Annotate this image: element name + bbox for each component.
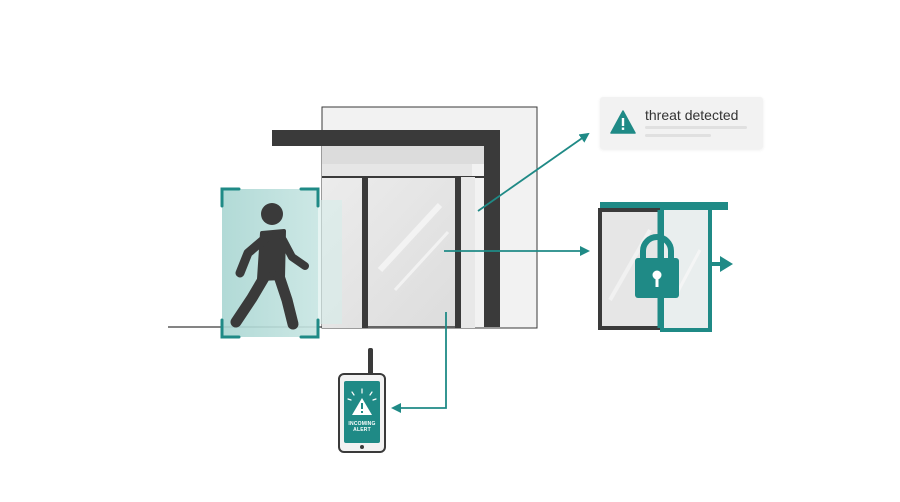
detected-person xyxy=(220,187,342,339)
phone-alert-line1: INCOMING xyxy=(348,421,376,427)
locked-door xyxy=(598,202,733,332)
phone-alert-text: INCOMING ALERT xyxy=(344,421,380,433)
walking-person-icon xyxy=(230,203,309,330)
warning-icon xyxy=(610,110,636,134)
slide-arrow-icon xyxy=(708,256,733,272)
phone-warning-icon xyxy=(347,388,377,415)
alert-placeholder-line xyxy=(645,134,711,137)
padlock-icon xyxy=(635,234,679,298)
arrow-to-alert xyxy=(477,132,590,212)
phone-alert-line2: ALERT xyxy=(353,427,371,433)
entrance-door xyxy=(322,176,484,328)
alert-title: threat detected xyxy=(645,107,739,123)
arrow-to-phone xyxy=(391,312,447,413)
alert-placeholder-line xyxy=(645,126,747,129)
threat-alert-card: threat detected xyxy=(600,97,763,149)
mobile-phone xyxy=(338,348,386,453)
